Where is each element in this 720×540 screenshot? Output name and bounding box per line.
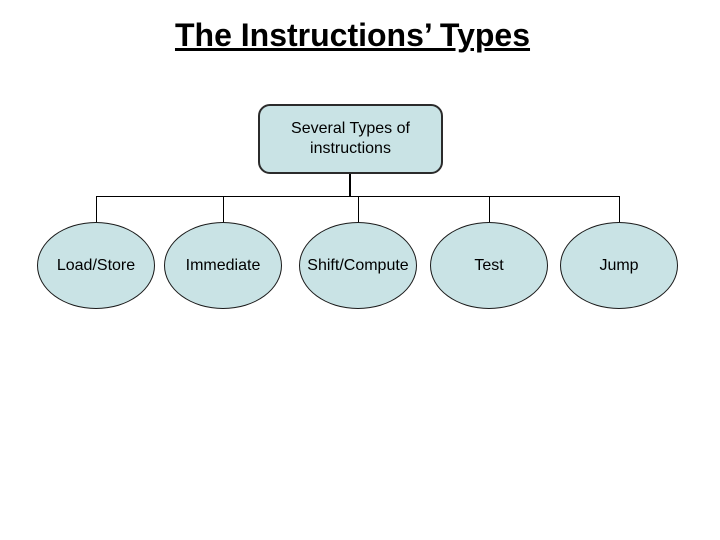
node-label-load-store: Load/Store (56, 256, 136, 274)
root-node-label-line2: instructions (310, 140, 391, 157)
connector-root-vertical (349, 174, 351, 196)
node-ellipse-shift-compute: Shift/Compute (299, 222, 417, 309)
node-label-shift-compute: Shift/Compute (307, 256, 409, 274)
node-label-immediate: Immediate (185, 256, 261, 274)
node-label-test: Test (474, 256, 504, 274)
connector-stub-jump (619, 196, 620, 222)
root-node-label-line1: Several Types of (291, 120, 410, 137)
slide-title: The Instructions’ Types (174, 17, 531, 53)
connector-stub-test (489, 196, 490, 222)
connector-stub-immediate (223, 196, 224, 222)
node-ellipse-load-store: Load/Store (37, 222, 155, 309)
node-ellipse-immediate: Immediate (164, 222, 282, 309)
connector-stub-load-store (96, 196, 97, 222)
connector-stub-shift-compute (358, 196, 359, 222)
node-label-jump: Jump (599, 256, 639, 274)
node-ellipse-test: Test (430, 222, 548, 309)
node-ellipse-jump: Jump (560, 222, 678, 309)
root-node-box: Several Types of instructions (258, 104, 443, 174)
